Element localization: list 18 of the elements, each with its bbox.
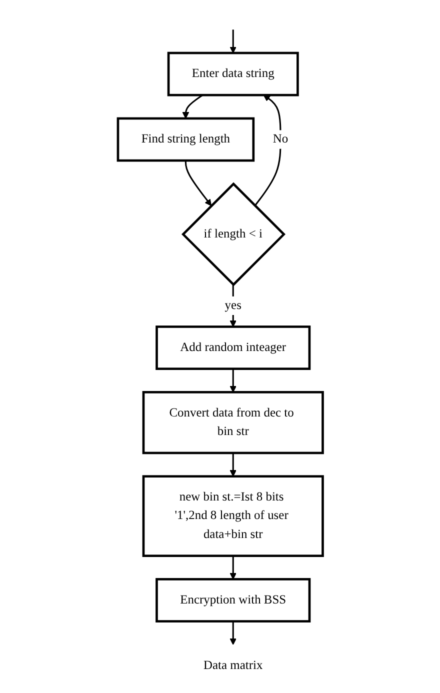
node-box: Find string length <box>116 117 254 162</box>
node-box: Add random inteager <box>155 326 310 370</box>
node-text: Data matrix <box>203 658 262 672</box>
edge-label: No <box>272 132 288 146</box>
edge-label: yes <box>224 298 242 312</box>
arrow <box>182 94 203 119</box>
node-box: Encryption with BSS <box>155 578 310 622</box>
node-diamond: if length < i <box>181 182 286 286</box>
arrow <box>229 621 236 645</box>
arrow <box>229 30 236 54</box>
arrow <box>229 452 236 477</box>
node-box: Enter data string <box>167 52 298 96</box>
arrow <box>184 160 212 206</box>
arrow <box>254 94 281 206</box>
arrow <box>229 368 236 392</box>
arrow <box>229 556 236 580</box>
node-box: new bin st.=Ist 8 bits '1',2nd 8 length of user data+bin str <box>142 475 324 557</box>
node-box: Convert data from dec to bin str <box>142 391 324 454</box>
